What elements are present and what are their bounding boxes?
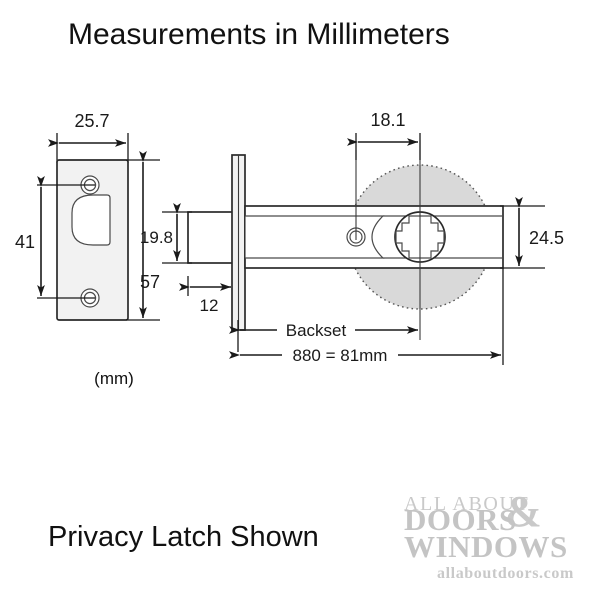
dimension-value-18-1: 18.1 bbox=[370, 110, 405, 130]
latch-side-view: 18.1 24.5 19.8 12 Backset bbox=[140, 110, 564, 365]
dimension-faceplate-height: 57 bbox=[126, 151, 160, 321]
unit-note: (mm) bbox=[94, 369, 134, 388]
latch-bolt-opening bbox=[71, 194, 111, 246]
dimension-bolt-projection: 12 bbox=[179, 276, 231, 315]
watermark-ampersand: & bbox=[505, 487, 542, 536]
dimension-body-height: 24.5 bbox=[500, 197, 564, 269]
latch-bolt-profile bbox=[187, 211, 234, 264]
dimension-hub-offset: 18.1 bbox=[347, 110, 421, 160]
dimension-value-57: 57 bbox=[140, 272, 160, 292]
dimension-value-24-5: 24.5 bbox=[529, 228, 564, 248]
watermark-line-2: DOORS bbox=[404, 502, 517, 537]
watermark-logo: ALL ABOUT & DOORS WINDOWS allaboutdoors.… bbox=[404, 487, 574, 582]
dimension-value-12: 12 bbox=[200, 296, 219, 315]
dimension-bolt-height: 19.8 bbox=[140, 203, 192, 264]
dimension-value-overall: 880 = 81mm bbox=[293, 346, 388, 365]
watermark-url: allaboutdoors.com bbox=[437, 565, 574, 582]
dimension-value-41: 41 bbox=[15, 232, 35, 252]
tailpiece-housing bbox=[245, 215, 385, 259]
dimension-value-25-7: 25.7 bbox=[74, 111, 109, 131]
dimension-overall-length: 880 = 81mm bbox=[229, 268, 504, 365]
dimension-faceplate-width: 25.7 bbox=[48, 111, 129, 163]
dimension-label-backset: Backset bbox=[286, 321, 347, 340]
page-title: Measurements in Millimeters bbox=[68, 18, 450, 51]
dimension-value-19-8: 19.8 bbox=[140, 228, 173, 247]
latch-body-inner bbox=[245, 215, 503, 259]
faceplate-view: 25.7 41 57 bbox=[15, 111, 160, 321]
dimension-screw-spacing: 41 bbox=[15, 176, 95, 299]
watermark-line-1: ALL ABOUT bbox=[404, 493, 529, 515]
watermark-line-3: WINDOWS bbox=[404, 529, 568, 564]
dimension-backset: Backset bbox=[229, 320, 418, 352]
figure-caption: Privacy Latch Shown bbox=[48, 521, 319, 553]
